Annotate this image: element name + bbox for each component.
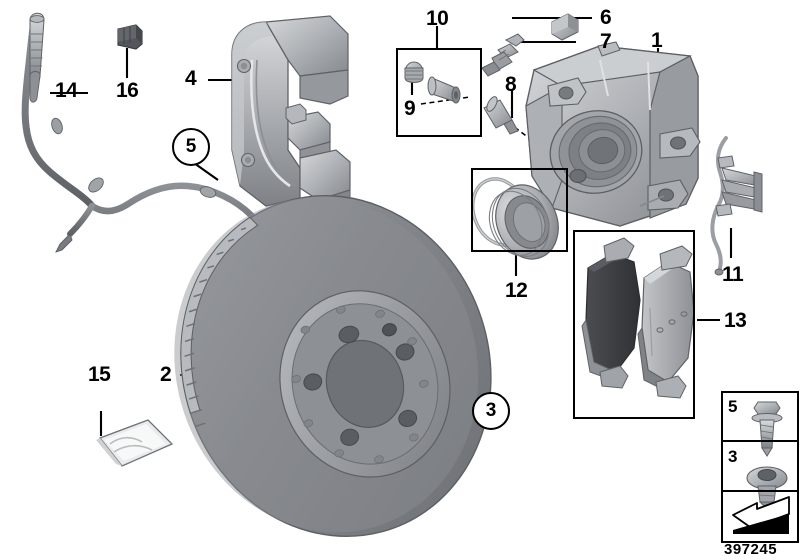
pad-retaining-spring xyxy=(710,136,763,276)
hardware-panel xyxy=(721,391,799,543)
callout-3-circled-label: 3 xyxy=(485,400,497,421)
callout-14: 14 xyxy=(55,79,78,102)
brake-pad-set-box xyxy=(573,230,695,419)
callout-10: 10 xyxy=(426,7,449,30)
callout-9: 9 xyxy=(404,97,416,120)
callout-2: 2 xyxy=(160,363,172,386)
callout-3-circled: 3 xyxy=(472,392,510,430)
brake-caliper-housing xyxy=(525,41,701,227)
bleeder-valve-screw xyxy=(481,33,525,77)
brake-pad-set-art xyxy=(581,237,695,399)
hardware-row-5-number: 5 xyxy=(728,397,738,416)
hardware-panel-art xyxy=(732,401,790,534)
caliper-carrier-bracket xyxy=(231,15,351,209)
hardware-row-3-number: 3 xyxy=(728,447,738,466)
bleeder-dust-cap xyxy=(551,13,579,41)
callout-4: 4 xyxy=(185,67,197,90)
piston-seal-boot-kit-box xyxy=(471,168,568,252)
callout-7: 7 xyxy=(600,30,612,53)
callout-6: 6 xyxy=(600,6,612,29)
callout-15: 15 xyxy=(88,363,111,386)
guide-bushing-kit-box xyxy=(396,48,482,137)
caliper-guide-pin xyxy=(483,96,519,135)
brake-disc-vented xyxy=(174,195,492,537)
callout-1: 1 xyxy=(651,29,663,52)
callout-5-circled: 5 xyxy=(172,128,210,166)
guide-bushing-kit-box-art xyxy=(404,61,461,104)
sensor-connector-plug xyxy=(117,24,143,50)
brake-pad-wear-sensor xyxy=(21,12,268,291)
lubricant-grease-sachet xyxy=(96,419,174,467)
callout-5-circled-label: 5 xyxy=(185,136,197,157)
piston-seal-boot-kit-art xyxy=(470,177,559,260)
callout-13: 13 xyxy=(724,309,747,332)
callout-12: 12 xyxy=(505,279,528,302)
callout-16: 16 xyxy=(116,79,139,102)
callout-11: 11 xyxy=(722,263,744,286)
callout-8: 8 xyxy=(505,73,517,96)
diagram-code: 397245 xyxy=(724,541,778,558)
